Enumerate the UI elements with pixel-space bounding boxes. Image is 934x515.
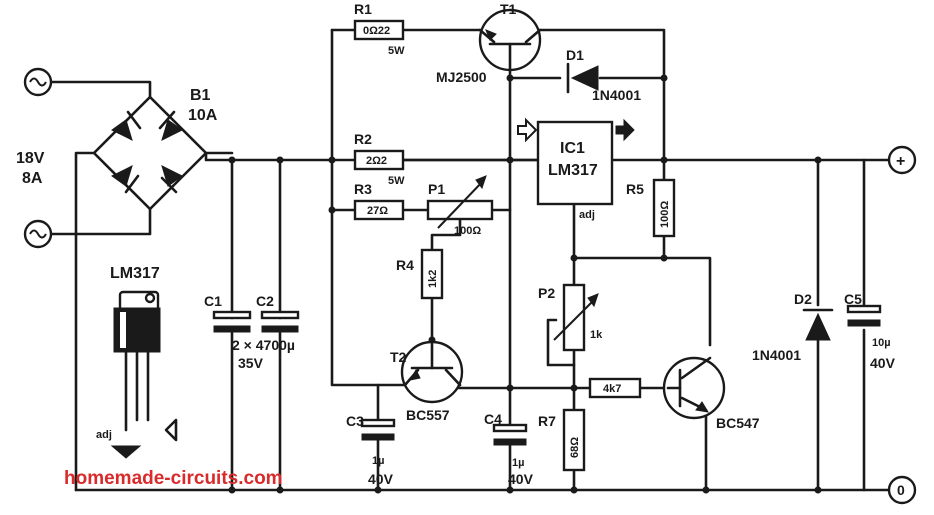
- r7-value: 68Ω: [569, 437, 581, 458]
- output-arrow-icon: [615, 118, 635, 142]
- c5-voltage: 40V: [870, 355, 896, 371]
- resistor-r1: 0Ω22 R1 5W: [353, 1, 405, 57]
- rb-value: 4k7: [603, 383, 621, 395]
- r4-ref: R4: [396, 257, 414, 273]
- r2-power: 5W: [388, 175, 405, 187]
- r1-value: 0Ω22: [363, 25, 390, 37]
- c1-ref: C1: [204, 293, 222, 309]
- p1-value: 100Ω: [454, 225, 481, 237]
- t2-ref: T2: [390, 349, 407, 365]
- capacitor-c2: C2 2 × 4700µ 35V: [232, 293, 300, 371]
- c3-voltage: 40V: [368, 471, 394, 487]
- diode-d2: D2 1N4001: [752, 291, 834, 363]
- input-arrow-icon: [517, 117, 538, 143]
- bridge-rectifier-b1: B1 10A: [92, 87, 218, 211]
- c2-voltage: 35V: [238, 355, 264, 371]
- c4-voltage: 40V: [508, 471, 534, 487]
- d1-part: 1N4001: [592, 87, 641, 103]
- package-adj-label: adj: [96, 429, 112, 441]
- c5-value: 10µ: [872, 337, 891, 349]
- capacitor-c5: C5 10µ 40V: [844, 291, 896, 371]
- bridge-rating: 10A: [188, 107, 218, 124]
- r3-value: 27Ω: [367, 205, 388, 217]
- capacitor-c4: C4 1µ 40V: [484, 411, 534, 487]
- r2-value: 2Ω2: [366, 155, 387, 167]
- d2-part: 1N4001: [752, 347, 801, 363]
- c3-ref: C3: [346, 413, 364, 429]
- r1-power: 5W: [388, 45, 405, 57]
- d2-ref: D2: [794, 291, 812, 307]
- resistor-r2: 2Ω2 R2 5W: [353, 131, 405, 187]
- positive-terminal-label: +: [896, 153, 905, 170]
- r3-ref: R3: [354, 181, 372, 197]
- potentiometer-p1: P1 100Ω: [426, 175, 494, 237]
- r5-value: 100Ω: [659, 201, 671, 228]
- capacitor-c1: C1: [204, 293, 252, 333]
- lm317-package-drawing: LM317 adj: [96, 265, 178, 459]
- adjust-arrow-icon: [587, 293, 599, 308]
- bridge-diode-icon: [160, 165, 183, 194]
- c4-value: 1µ: [512, 457, 524, 469]
- t2-part: BC557: [406, 407, 450, 423]
- wiring: [50, 28, 890, 492]
- c4-ref: C4: [484, 411, 502, 427]
- adjust-arrow-icon: [475, 175, 487, 190]
- watermark-text[interactable]: homemade-circuits.com: [64, 468, 283, 489]
- resistor-4k7: 4k7: [588, 377, 642, 399]
- c2-value: 2 × 4700µ: [232, 337, 295, 353]
- bridge-diode-icon: [111, 110, 142, 141]
- t3-part: BC547: [716, 415, 760, 431]
- potentiometer-p2: P2 1k: [538, 283, 603, 352]
- r5-ref: R5: [626, 181, 644, 197]
- ac-wave-icon: [29, 229, 47, 239]
- r1-ref: R1: [354, 1, 372, 17]
- resistor-r3: 27Ω R3: [353, 181, 405, 221]
- regulator-ic1: IC1 LM317 adj: [517, 117, 635, 221]
- c3-value: 1µ: [372, 455, 384, 467]
- r4-value: 1k2: [427, 270, 439, 288]
- p2-ref: P2: [538, 285, 555, 301]
- ac-input: 18V 8A: [16, 67, 53, 249]
- resistor-r7: 68Ω R7: [538, 408, 586, 472]
- input-voltage-label: 18V: [16, 150, 45, 167]
- p1-ref: P1: [428, 181, 445, 197]
- r2-ref: R2: [354, 131, 372, 147]
- bridge-diode-icon: [111, 165, 140, 194]
- ground-terminal-label: 0: [897, 482, 905, 498]
- t1-ref: T1: [500, 1, 517, 17]
- t1-part: MJ2500: [436, 69, 487, 85]
- c2-ref: C2: [256, 293, 274, 309]
- output-terminals: + 0: [887, 145, 917, 505]
- c5-ref: C5: [844, 291, 862, 307]
- ground-terminal[interactable]: [887, 475, 917, 505]
- ic1-ref: IC1: [560, 140, 585, 157]
- ic1-part: LM317: [548, 162, 598, 179]
- input-current-label: 8A: [22, 170, 43, 187]
- p2-value: 1k: [590, 329, 603, 341]
- adj-pin-arrow-icon: [110, 445, 142, 459]
- r7-ref: R7: [538, 413, 556, 429]
- transistor-t1: T1 MJ2500: [436, 1, 542, 85]
- d1-ref: D1: [566, 47, 584, 63]
- bridge-diode-icon: [158, 110, 183, 141]
- diode-d1: D1 1N4001: [566, 47, 641, 103]
- bridge-ref: B1: [190, 87, 211, 104]
- ac-wave-icon: [29, 77, 47, 87]
- capacitor-c3: C3 1µ 40V: [346, 413, 396, 487]
- output-pin-arrow-icon: [164, 418, 178, 442]
- transistor-t3: BC547: [662, 356, 760, 431]
- transistor-t2: T2 BC557: [390, 338, 464, 423]
- ic1-adj: adj: [579, 209, 595, 221]
- package-part-label: LM317: [110, 265, 160, 282]
- resistor-r5: 100Ω R5: [626, 178, 676, 238]
- positive-terminal[interactable]: [887, 145, 917, 175]
- resistor-r4: 1k2 R4: [396, 248, 444, 300]
